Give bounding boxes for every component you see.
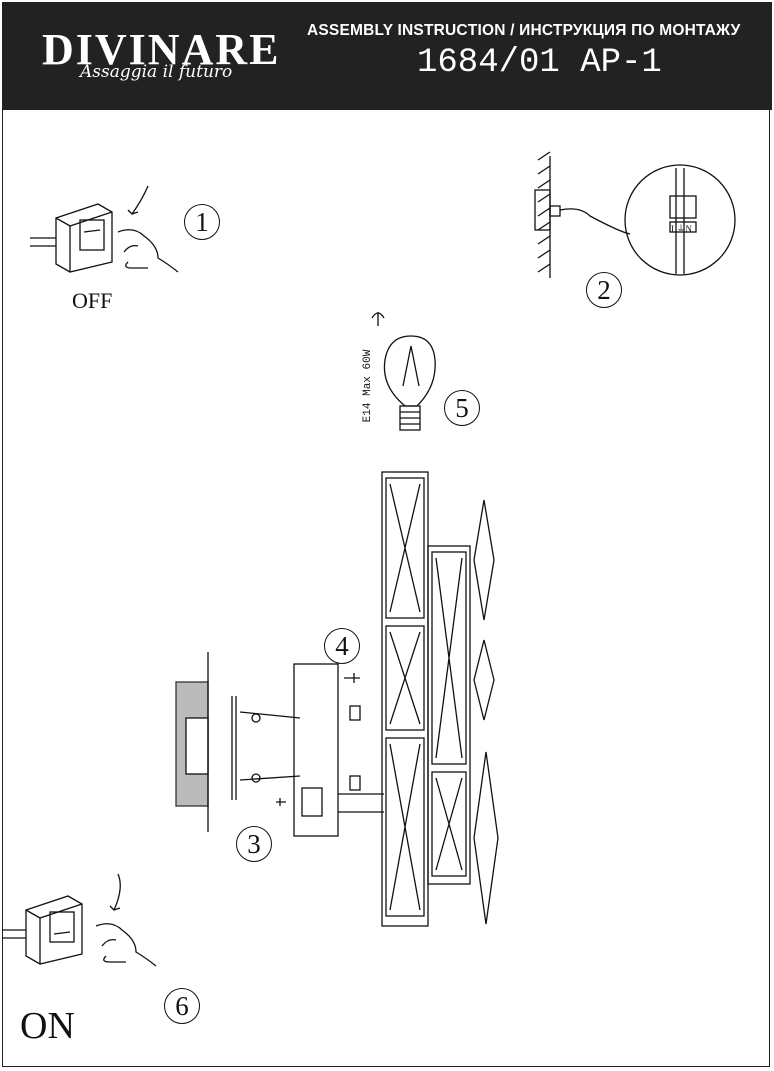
header-bar: DIVINARE Assaggia il futuro ASSEMBLY INS… [2, 2, 772, 110]
step-1-marker: 1 [184, 204, 220, 240]
document-title: ASSEMBLY INSTRUCTION / ИНСТРУКЦИЯ ПО МОН… [307, 22, 741, 39]
step-2-marker: 2 [586, 272, 622, 308]
step-5-marker: 5 [444, 390, 480, 426]
step-3-marker: 3 [236, 826, 272, 862]
step-4-marker: 4 [324, 628, 360, 664]
brand-tagline: Assaggia il futuro [80, 62, 233, 82]
bulb-illustration [371, 312, 436, 431]
step-6-marker: 6 [164, 988, 200, 1024]
switch-on-illustration [2, 873, 157, 967]
off-label: OFF [72, 288, 113, 313]
terminal-label: L⏚N [671, 224, 692, 234]
bulb-spec-label: E14 Max 60W [362, 349, 374, 423]
switch-off-illustration [30, 185, 179, 273]
canopy-illustration [293, 663, 384, 837]
brand-logo: DIVINARE [42, 25, 281, 74]
on-label: ON [20, 1005, 75, 1047]
wall-mount-illustration [175, 652, 301, 832]
model-number: 1684/01 AP-1 [417, 44, 662, 82]
lamp-body-illustration [381, 471, 499, 927]
wiring-illustration [534, 151, 736, 278]
